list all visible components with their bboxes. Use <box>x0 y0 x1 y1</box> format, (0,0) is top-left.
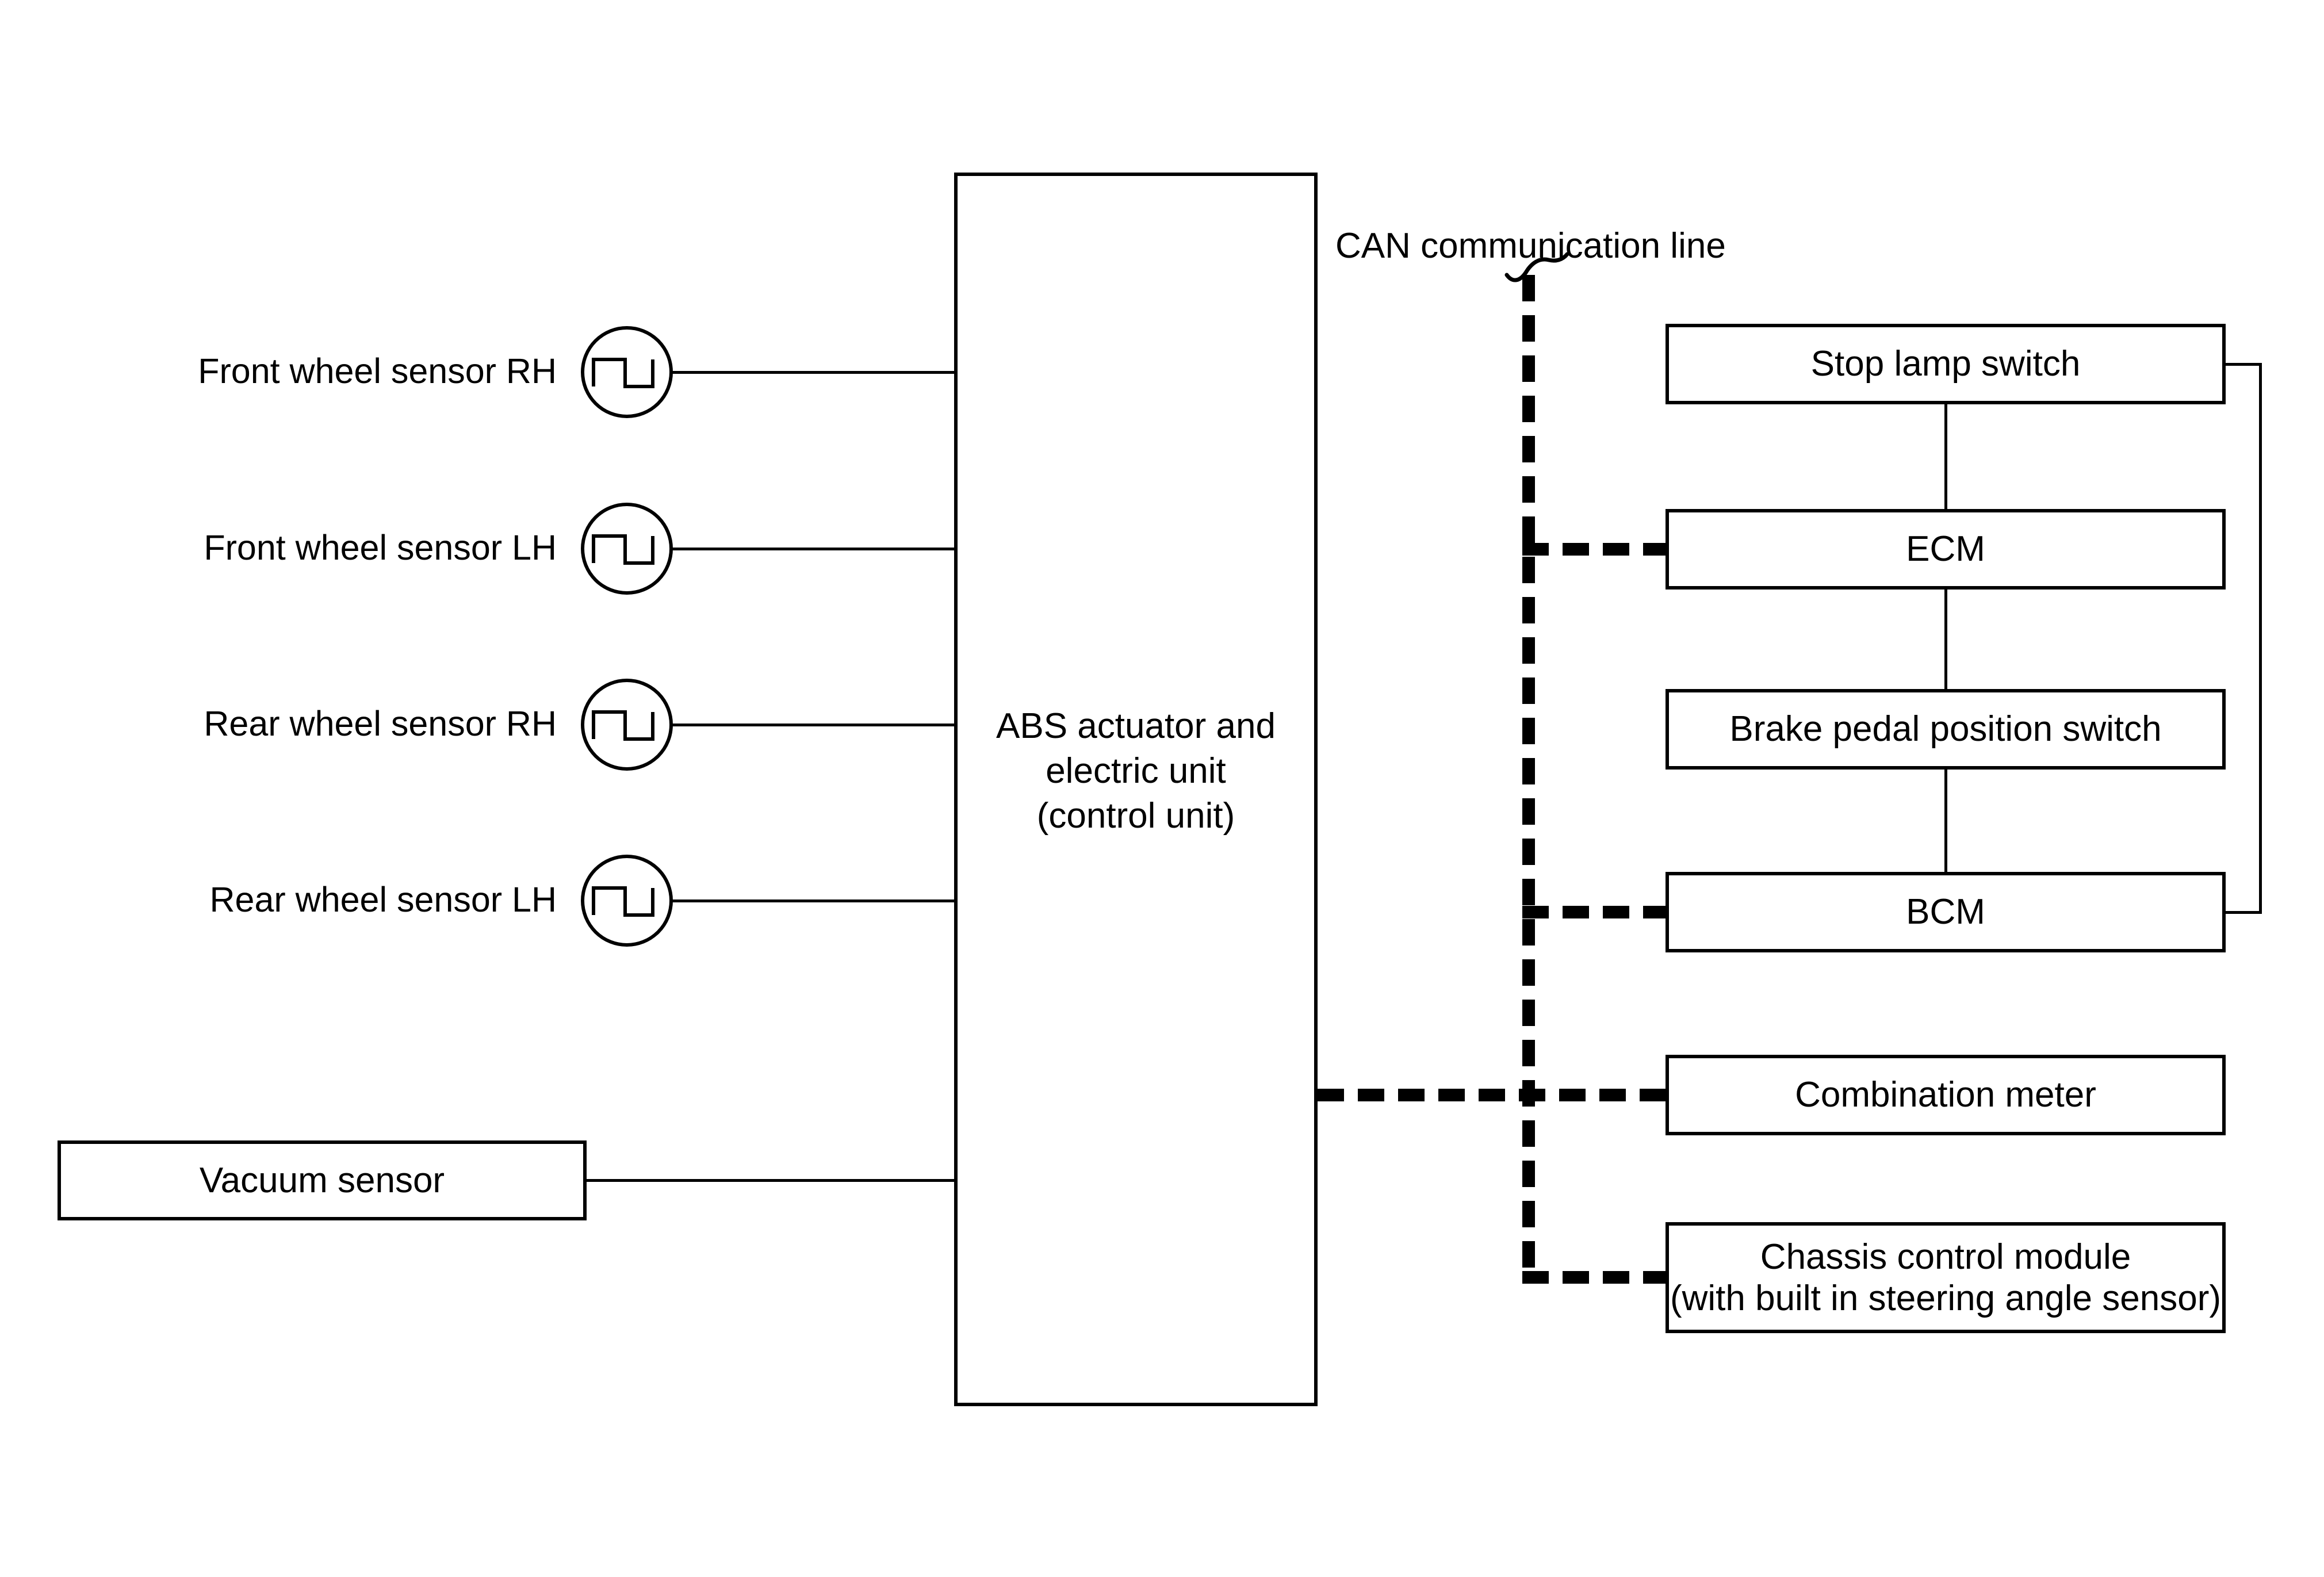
wire-brake-pedal-switch-to-bcm <box>1944 768 1947 874</box>
box-abs-actuator-unit: ABS actuator and electric unit (control … <box>954 173 1318 1406</box>
box-brake-pedal-position-switch: Brake pedal position switch <box>1666 689 2226 770</box>
wire-rear-lh-to-abs <box>671 899 954 902</box>
can-branch-chassis-control-module <box>1522 1271 1667 1284</box>
wire-rear-rh-to-abs <box>671 724 954 726</box>
combination-meter-label: Combination meter <box>1795 1075 2096 1115</box>
wire-front-rh-to-abs <box>671 371 954 374</box>
wheel-sensor-pulse-icon <box>581 855 673 947</box>
label-rear-wheel-sensor-rh: Rear wheel sensor RH <box>204 703 557 743</box>
chassis-control-module-label-line2: (with built in steering angle sensor) <box>1670 1278 2222 1318</box>
ecm-label: ECM <box>1906 529 1985 569</box>
abs-unit-label-line3: (control unit) <box>1036 795 1235 836</box>
can-communication-line-label: CAN communication line <box>1335 226 1726 266</box>
wire-vacuum-to-abs <box>587 1179 954 1182</box>
box-chassis-control-module: Chassis control module (with built in st… <box>1666 1222 2226 1333</box>
label-rear-wheel-sensor-lh: Rear wheel sensor LH <box>209 879 557 919</box>
can-line-break-icon <box>1504 252 1569 282</box>
vacuum-sensor-label: Vacuum sensor <box>199 1160 445 1200</box>
stop-lamp-switch-label: Stop lamp switch <box>1810 344 2081 384</box>
can-branch-abs-to-combination-meter <box>1318 1089 1667 1101</box>
wheel-sensor-pulse-icon <box>581 679 673 771</box>
wire-front-lh-to-abs <box>671 548 954 550</box>
abs-unit-label-line2: electric unit <box>1046 751 1226 791</box>
box-vacuum-sensor: Vacuum sensor <box>58 1140 587 1220</box>
box-bcm: BCM <box>1666 872 2226 952</box>
wheel-sensor-pulse-icon <box>581 326 673 418</box>
wheel-sensor-pulse-icon <box>581 503 673 595</box>
box-ecm: ECM <box>1666 509 2226 590</box>
wire-stop-lamp-right-stub <box>2224 363 2262 366</box>
can-bus-vertical-line <box>1522 275 1535 1284</box>
box-stop-lamp-switch: Stop lamp switch <box>1666 324 2226 404</box>
wire-ecm-to-brake-pedal-switch <box>1944 588 1947 691</box>
label-front-wheel-sensor-lh: Front wheel sensor LH <box>204 527 557 567</box>
bcm-label: BCM <box>1906 892 1985 932</box>
box-combination-meter: Combination meter <box>1666 1055 2226 1135</box>
abs-unit-label-line1: ABS actuator and <box>996 706 1276 746</box>
brake-pedal-position-switch-label: Brake pedal position switch <box>1729 709 2162 749</box>
label-front-wheel-sensor-rh: Front wheel sensor RH <box>198 351 557 391</box>
wire-right-side-vertical <box>2259 363 2262 914</box>
chassis-control-module-label-line1: Chassis control module <box>1760 1237 2131 1277</box>
wire-stop-lamp-to-ecm <box>1944 403 1947 511</box>
can-branch-ecm <box>1522 543 1666 556</box>
can-branch-bcm <box>1522 906 1666 918</box>
wire-bcm-right-stub <box>2224 911 2262 914</box>
